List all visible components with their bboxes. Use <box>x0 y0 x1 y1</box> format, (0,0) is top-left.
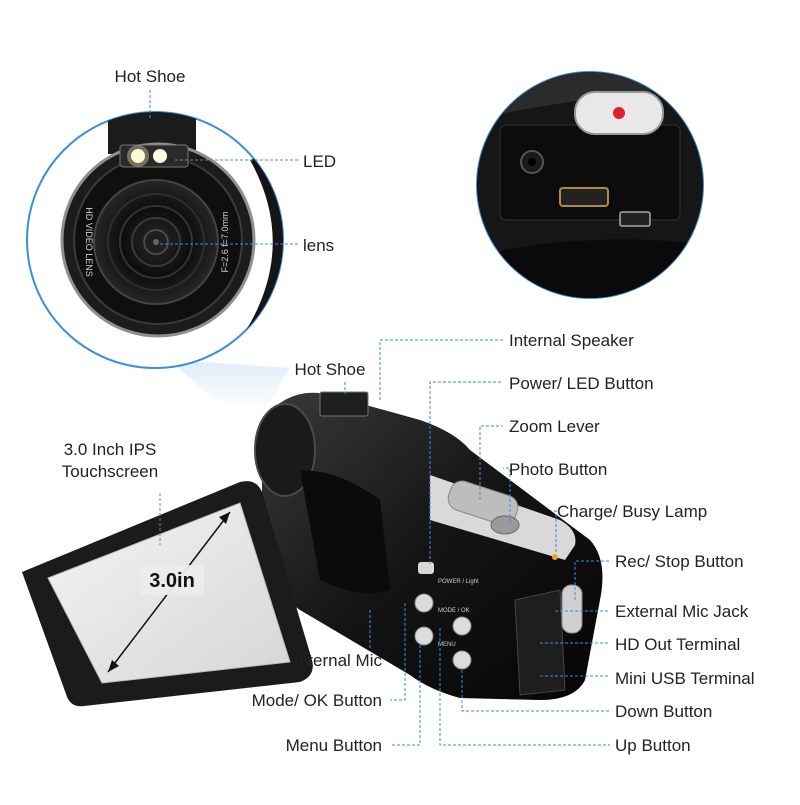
label-menu-button: Menu Button <box>285 736 382 755</box>
label-mini-usb-terminal: Mini USB Terminal <box>615 669 755 688</box>
screen-size-label: 3.0in <box>149 570 195 592</box>
label-hot-shoe-top: Hot Shoe <box>114 67 186 86</box>
label-screen-line2: Touchscreen <box>61 462 159 481</box>
lens-print-right: F=2.6 f=7.0mm <box>220 211 230 272</box>
led-light <box>131 149 145 163</box>
side-rec-button <box>561 584 583 634</box>
label-internal-speaker: Internal Speaker <box>509 331 634 350</box>
label-zoom-lever: Zoom Lever <box>509 417 600 436</box>
up-button <box>452 616 472 636</box>
mode-print: MODE / OK <box>438 608 470 614</box>
magnifier-cone <box>170 360 290 412</box>
mode-ok-button <box>414 593 434 613</box>
charge-lamp <box>552 554 558 560</box>
power-led-button <box>418 562 434 574</box>
record-dot <box>613 107 625 119</box>
label-charge-busy-lamp: Charge/ Busy Lamp <box>557 502 708 521</box>
lens-front <box>254 403 316 497</box>
label-internal-mic: Internal Mic <box>294 651 382 670</box>
label-photo-button: Photo Button <box>509 460 608 479</box>
zoom-lever <box>447 480 519 526</box>
hot-shoe <box>319 391 369 417</box>
mini-usb-port <box>619 211 651 227</box>
menu-button <box>414 626 434 646</box>
label-power-led-button: Power/ LED Button <box>509 374 654 393</box>
label-hot-shoe-body: Hot Shoe <box>294 360 366 379</box>
label-up-button: Up Button <box>615 736 691 755</box>
hdmi-port <box>559 187 609 207</box>
photo-button <box>490 515 520 535</box>
label-screen-line1: 3.0 Inch IPS <box>63 440 157 459</box>
menu-print: MENU <box>438 642 456 648</box>
label-down-button: Down Button <box>615 702 713 721</box>
lens-print-left: HD VIDEO LENS <box>84 207 94 277</box>
leader-lines <box>149 90 610 746</box>
label-external-mic-jack: External Mic Jack <box>615 602 749 621</box>
label-rec-stop-button: Rec/ Stop Button <box>615 552 744 571</box>
label-lens: lens <box>303 236 335 255</box>
power-print: POWER / Light <box>438 579 479 585</box>
down-button <box>452 650 472 670</box>
label-led: LED <box>303 152 337 171</box>
lens-closeup: HD VIDEO LENS F=2.6 f=7.0mm <box>26 111 284 369</box>
label-mode-ok-button: Mode/ OK Button <box>251 691 382 710</box>
camcorder-body: POWER / Light MODE / OK MENU 3.0in <box>22 391 603 707</box>
ports-closeup <box>476 71 704 299</box>
label-hd-out-terminal: HD Out Terminal <box>615 635 741 654</box>
